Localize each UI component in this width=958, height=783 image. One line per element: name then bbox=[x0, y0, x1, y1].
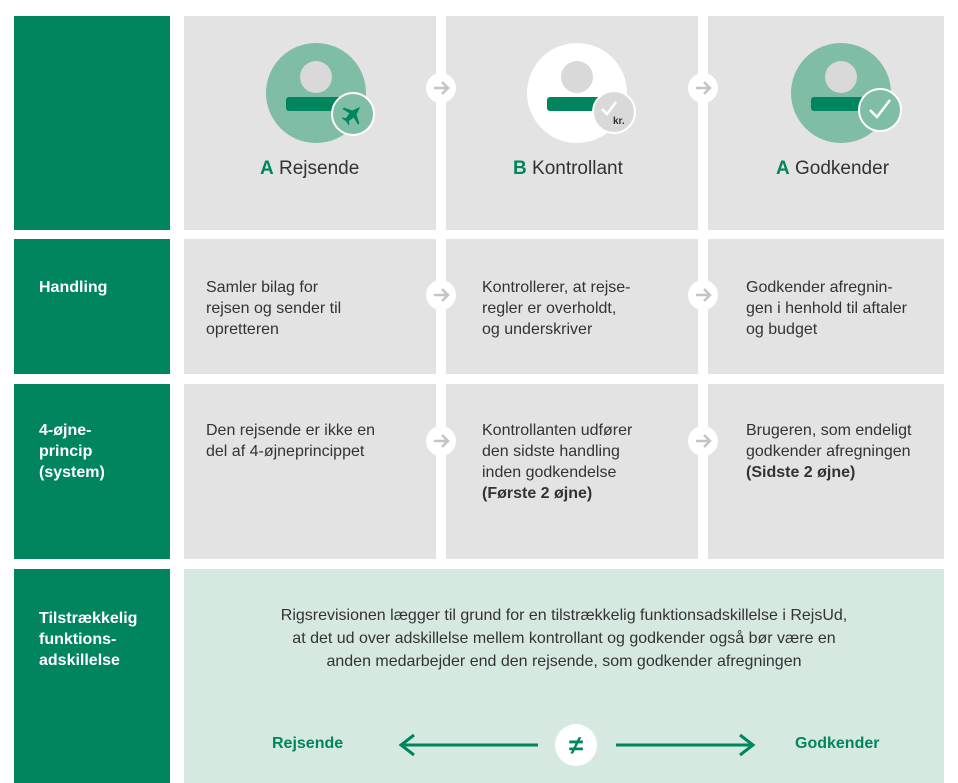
role-label-1: A Rejsende bbox=[260, 158, 360, 179]
person-icon bbox=[811, 61, 871, 111]
not-equal-icon: ≠ bbox=[555, 724, 597, 766]
arrow-right-icon bbox=[426, 73, 456, 103]
row-label-handling: Handling bbox=[14, 239, 170, 374]
four-eyes-cell-3: Brugeren, som endeligt godkender afregni… bbox=[708, 384, 944, 559]
bottom-label-traveler: Rejsende bbox=[272, 735, 344, 752]
four-eyes-cell-2: Kontrollanten udfører den sidste handlin… bbox=[446, 384, 698, 559]
handling-cell-3: Godkender afregnin- gen i henhold til af… bbox=[708, 239, 944, 374]
airplane-badge-icon bbox=[331, 92, 375, 136]
check-kr-badge-icon: kr. bbox=[592, 90, 636, 134]
right-arrow-icon bbox=[616, 733, 756, 757]
check-badge-icon bbox=[858, 88, 902, 132]
separation-text: Rigsrevisionen lægger til grund for en t… bbox=[280, 607, 848, 670]
svg-text:kr.: kr. bbox=[613, 116, 625, 127]
role-label-2: B Kontrollant bbox=[513, 158, 623, 179]
row-label-four-eyes: 4-øjne- princip (system) bbox=[14, 384, 170, 559]
arrow-right-icon bbox=[688, 73, 718, 103]
handling-cell-2: Kontrollerer, at rejse- regler er overho… bbox=[446, 239, 698, 374]
header-corner bbox=[14, 16, 170, 230]
bottom-label-approver: Godkender bbox=[795, 735, 880, 752]
handling-cell-1: Samler bilag for rejsen og sender til op… bbox=[184, 239, 436, 374]
row-label-separation: Tilstrækkelig funktions- adskillelse bbox=[14, 569, 170, 783]
four-eyes-cell-1: Den rejsende er ikke en del af 4-øjnepri… bbox=[184, 384, 436, 559]
role-label-3: A Godkender bbox=[776, 158, 890, 179]
arrow-right-icon bbox=[426, 280, 456, 310]
arrow-right-icon bbox=[688, 426, 718, 456]
arrow-right-icon bbox=[688, 280, 718, 310]
arrow-right-icon bbox=[426, 426, 456, 456]
left-arrow-icon bbox=[398, 733, 538, 757]
